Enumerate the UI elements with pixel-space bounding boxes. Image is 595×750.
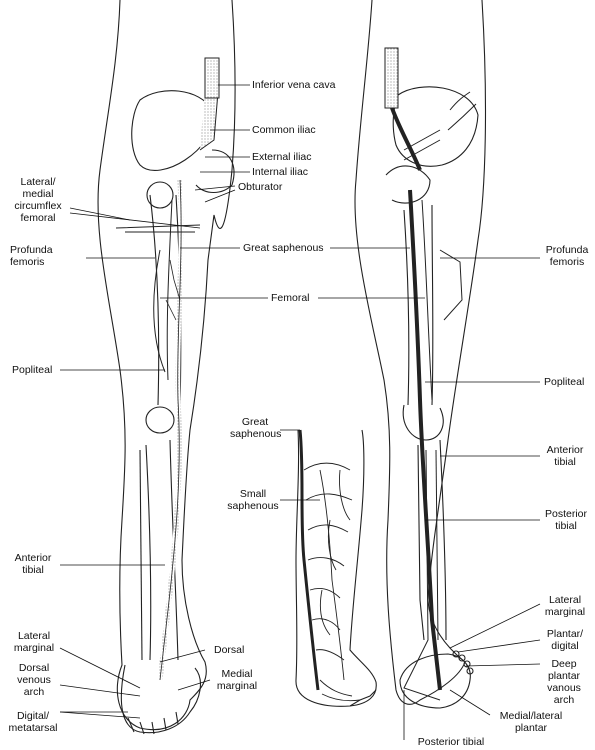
label-posterior-tibial-bottom: Posterior tibial xyxy=(417,736,485,748)
label-inferior-vena-cava: Inferior vena cava xyxy=(252,79,336,91)
label-common-iliac: Common iliac xyxy=(252,124,316,136)
label-small-saphenous: Small saphenous xyxy=(227,488,279,512)
label-dorsal: Dorsal xyxy=(214,644,245,656)
posterior-tibia xyxy=(417,439,447,641)
anterior-fibula xyxy=(139,449,143,661)
posterior-veins xyxy=(384,47,477,701)
anterior-tibial-vessel-posterior xyxy=(435,449,439,641)
femoral-vessel-posterior xyxy=(421,199,433,401)
leader-lines xyxy=(59,84,541,740)
label-medial-lateral-plantar: Medial/lateral plantar xyxy=(499,710,563,734)
anterior-foot xyxy=(120,664,201,734)
label-popliteal-right: Popliteal xyxy=(544,376,585,388)
label-popliteal-left: Popliteal xyxy=(12,364,53,376)
label-posterior-tibial-right: Posterior tibial xyxy=(544,508,587,532)
common-iliac-vessel-posterior xyxy=(390,107,422,171)
anterior-body-outline xyxy=(97,0,236,731)
label-internal-iliac: Internal iliac xyxy=(252,166,309,178)
label-profunda-femoris-right: Profunda femoris xyxy=(545,244,589,268)
profunda-vessel-posterior xyxy=(439,249,463,321)
label-lateral-medial-circumflex-femoral: Lateral/ medial circumflex femoral xyxy=(14,176,62,224)
great-saphenous-vessel-posterior xyxy=(408,189,442,691)
anterior-patella xyxy=(145,406,175,434)
label-profunda-femoris-left: Profunda femoris xyxy=(10,244,53,268)
label-great-saphenous-center: Great saphenous xyxy=(230,416,282,440)
label-plantar-digital: Plantar/ digital xyxy=(546,628,584,652)
posterior-leg-view xyxy=(354,0,487,709)
small-saphenous-vessel xyxy=(319,469,345,681)
great-saphenous-vessel-anterior xyxy=(157,179,184,681)
posterior-knee xyxy=(402,404,444,441)
label-medial-marginal: Medial marginal xyxy=(216,668,258,692)
anterior-pelvis xyxy=(131,90,213,171)
label-femoral: Femoral xyxy=(271,292,310,304)
great-saphenous-vessel-center xyxy=(298,429,320,691)
label-lateral-marginal-right: Lateral marginal xyxy=(544,594,586,618)
posterior-body-outline xyxy=(354,0,487,705)
label-deep-plantar-venous-arch: Deep plantar vanous arch xyxy=(547,658,581,706)
lower-leg-veins xyxy=(298,429,361,702)
femoral-vessel-anterior xyxy=(166,199,173,381)
label-anterior-tibial-right: Anterior tibial xyxy=(546,444,584,468)
posterior-pelvis xyxy=(392,86,479,167)
lower-leg-outline xyxy=(295,429,377,707)
label-great-saphenous-top: Great saphenous xyxy=(243,242,324,254)
inferior-vena-cava-vessel-posterior xyxy=(384,47,399,109)
popliteal-vessel-anterior xyxy=(153,249,166,373)
posterior-foot xyxy=(399,653,471,709)
label-dorsal-venous-arch: Dorsal venous arch xyxy=(17,662,51,698)
anterior-veins xyxy=(115,57,220,681)
label-obturator: Obturator xyxy=(238,181,283,193)
label-anterior-tibial-left: Anterior tibial xyxy=(14,552,52,576)
label-external-iliac: External iliac xyxy=(252,151,312,163)
label-lateral-marginal-left: Lateral marginal xyxy=(13,630,55,654)
posterior-tibial-vessel xyxy=(403,449,441,701)
label-digital-metatarsal: Digital/ metatarsal xyxy=(8,710,58,734)
lower-leg-toes xyxy=(349,689,377,707)
circumflex-vessels xyxy=(115,224,201,233)
lower-leg-view xyxy=(295,429,377,707)
posterior-femur xyxy=(403,204,434,406)
